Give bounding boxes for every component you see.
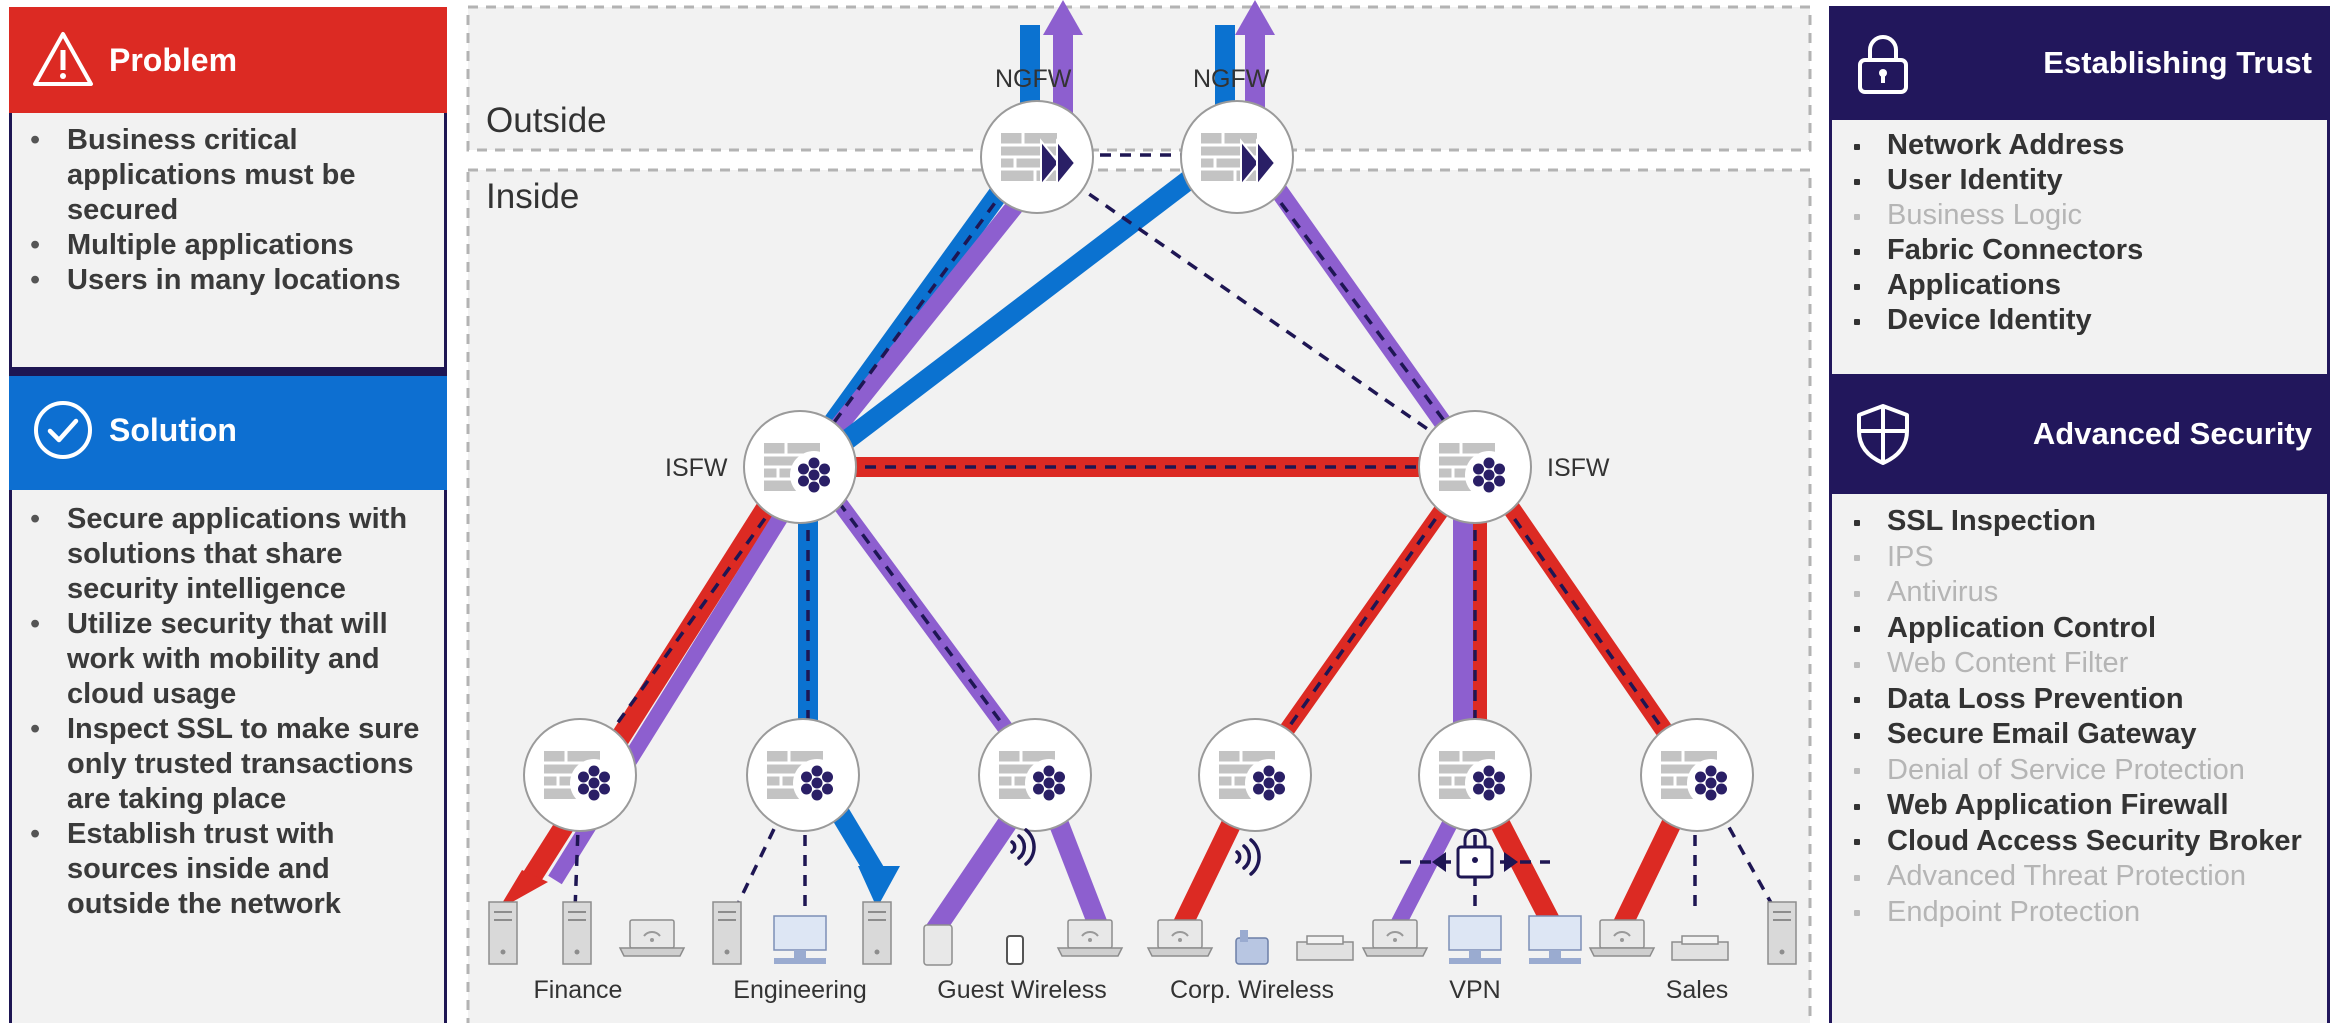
laptop-icon	[1589, 919, 1655, 957]
trust-item: Fabric Connectors	[1832, 233, 2327, 268]
problem-item: Users in many locations	[12, 263, 424, 298]
advanced-item: Antivirus	[1832, 575, 2327, 611]
ip-phone-icon	[1235, 930, 1269, 965]
problem-header: Problem	[9, 7, 447, 113]
solution-item: Establish trust with sources inside and …	[12, 817, 424, 922]
ngfw-node	[1181, 101, 1293, 213]
wifi-icon	[1235, 838, 1261, 876]
trust-header: Establishing Trust	[1829, 6, 2330, 120]
solution-item: Inspect SSL to make sure only trusted tr…	[12, 712, 424, 817]
inside-label: Inside	[486, 177, 579, 216]
segment-label: Guest Wireless	[937, 976, 1106, 1004]
problem-list: Business critical applications must be s…	[12, 113, 444, 298]
solution-box: Secure applications with solutions that …	[9, 490, 447, 1023]
phone-icon	[1006, 935, 1024, 965]
segment-firewall	[524, 719, 636, 831]
advanced-header: Advanced Security	[1829, 374, 2330, 494]
printer-icon	[1671, 935, 1729, 961]
server-icon	[488, 901, 518, 965]
advanced-item: Secure Email Gateway	[1832, 717, 2327, 753]
advanced-item: Data Loss Prevention	[1832, 682, 2327, 718]
trust-item: Device Identity	[1832, 303, 2327, 338]
sales-devices	[1589, 901, 1797, 965]
warning-icon	[33, 32, 93, 86]
lock-icon	[1858, 35, 1908, 94]
problem-item: Business critical applications must be s…	[12, 123, 424, 228]
advanced-item: Cloud Access Security Broker	[1832, 824, 2327, 860]
traffic-paths	[498, 142, 1705, 936]
advanced-item: Web Content Filter	[1832, 646, 2327, 682]
isfw-node	[1419, 411, 1531, 523]
server-icon	[862, 901, 892, 965]
isfw-label: ISFW	[665, 454, 728, 482]
corp-wireless-devices	[1147, 919, 1354, 965]
solution-header: Solution	[9, 370, 447, 490]
segment-firewall	[1419, 719, 1531, 831]
problem-title: Problem	[109, 41, 238, 78]
segment-label: Sales	[1666, 976, 1729, 1004]
advanced-item: Denial of Service Protection	[1832, 753, 2327, 789]
vpn-lock-icon	[1432, 828, 1518, 879]
trust-item: User Identity	[1832, 163, 2327, 198]
advanced-item: IPS	[1832, 540, 2327, 576]
advanced-box: SSL Inspection IPS Antivirus Application…	[1829, 494, 2330, 1023]
printer-icon	[1296, 935, 1354, 961]
trust-box: Network Address User Identity Business L…	[1829, 120, 2330, 374]
outside-label: Outside	[486, 101, 607, 140]
problem-box: Business critical applications must be s…	[9, 113, 447, 370]
trust-item: Applications	[1832, 268, 2327, 303]
outside-zone	[466, 5, 1812, 152]
check-circle-icon	[34, 401, 92, 459]
isfw-label: ISFW	[1547, 454, 1610, 482]
trust-list: Network Address User Identity Business L…	[1832, 120, 2327, 338]
solution-item: Secure applications with solutions that …	[12, 502, 424, 607]
segment-firewall	[979, 719, 1091, 831]
advanced-title: Advanced Security	[2032, 416, 2312, 451]
laptop-icon	[1362, 919, 1428, 957]
shield-icon	[1857, 404, 1909, 465]
problem-item: Multiple applications	[12, 228, 424, 263]
segment-firewall	[747, 719, 859, 831]
guest-wireless-devices	[923, 919, 1123, 966]
segment-firewall	[1641, 719, 1753, 831]
advanced-item: SSL Inspection	[1832, 504, 2327, 540]
ngfw-label: NGFW	[995, 65, 1072, 93]
server-icon	[712, 901, 742, 965]
ngfw-node	[981, 101, 1093, 213]
trust-item: Business Logic	[1832, 198, 2327, 233]
inside-zone	[466, 168, 1812, 1023]
server-icon	[1767, 901, 1797, 965]
ngfw-label: NGFW	[1193, 65, 1270, 93]
segment-label: Corp. Wireless	[1170, 976, 1334, 1004]
laptop-icon	[619, 919, 685, 957]
tablet-icon	[923, 924, 953, 966]
segment-label: VPN	[1449, 976, 1500, 1004]
solution-title: Solution	[109, 411, 237, 448]
trust-item: Network Address	[1832, 128, 2327, 163]
advanced-item: Web Application Firewall	[1832, 788, 2327, 824]
trust-title: Establishing Trust	[2043, 45, 2312, 80]
laptop-icon	[1057, 919, 1123, 957]
network-diagram: Outside Inside	[466, 0, 1812, 1023]
advanced-item: Advanced Threat Protection	[1832, 859, 2327, 895]
advanced-list: SSL Inspection IPS Antivirus Application…	[1832, 494, 2327, 930]
segment-firewall	[1199, 719, 1311, 831]
solution-list: Secure applications with solutions that …	[12, 490, 444, 922]
server-icon	[562, 901, 592, 965]
segment-label: Engineering	[733, 976, 866, 1004]
laptop-icon	[1147, 919, 1213, 957]
advanced-item: Endpoint Protection	[1832, 895, 2327, 931]
wifi-icon	[1010, 828, 1036, 866]
advanced-item: Application Control	[1832, 611, 2327, 647]
solution-item: Utilize security that will work with mob…	[12, 607, 424, 712]
segment-label: Finance	[534, 976, 623, 1004]
isfw-node	[744, 411, 856, 523]
